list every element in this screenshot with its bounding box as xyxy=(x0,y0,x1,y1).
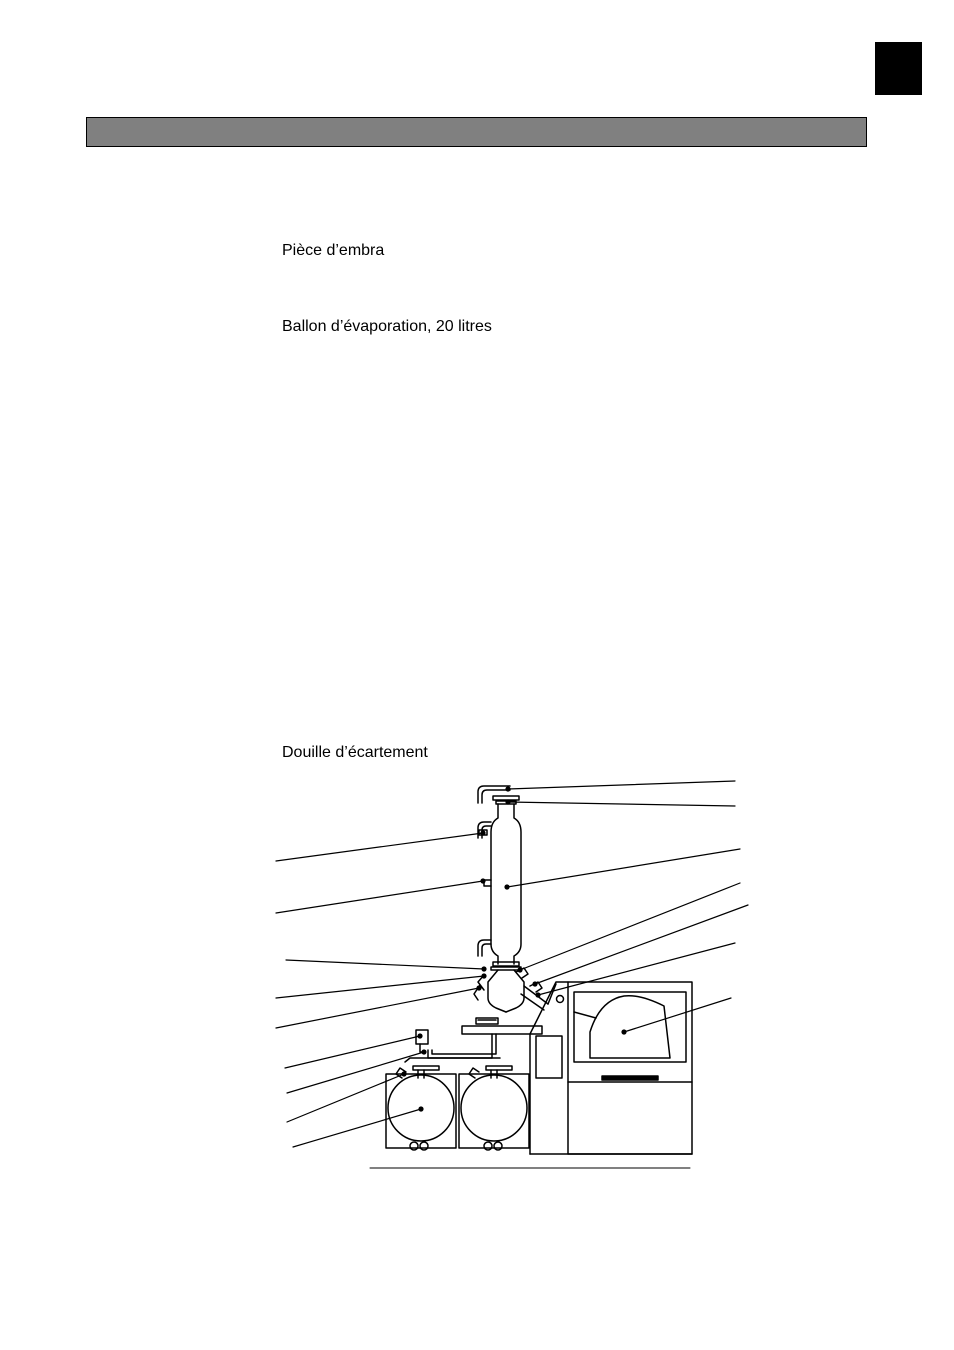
text-line-evaporation-flask: Ballon d’évaporation, 20 litres xyxy=(282,318,492,335)
drive-and-bath-unit xyxy=(529,981,693,1155)
callout-dots xyxy=(401,786,627,1112)
chapter-tab-marker xyxy=(875,42,922,95)
callout-leader-lines xyxy=(275,780,749,1148)
section-title-bar xyxy=(86,117,867,147)
text-line-spacer-sleeve: Douille d’écartement xyxy=(282,744,428,761)
text-line-coupling-piece: Pièce d’embra xyxy=(282,242,385,259)
rotary-evaporator-diagram xyxy=(270,770,750,1175)
